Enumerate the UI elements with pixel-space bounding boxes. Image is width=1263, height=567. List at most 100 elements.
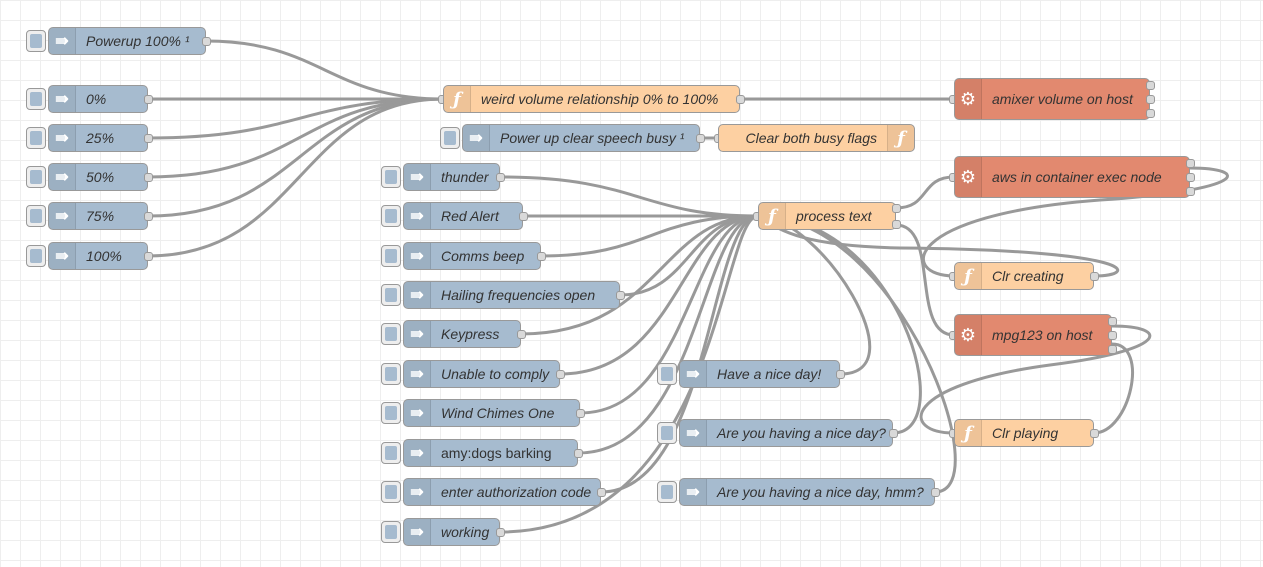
function-node-clear-busy[interactable]: Clear both busy flags ƒ (718, 124, 915, 152)
output-port-stdout[interactable] (1146, 81, 1155, 90)
inject-trigger-button[interactable] (26, 127, 46, 149)
inject-node-hailing[interactable]: ⇛ Hailing frequencies open (403, 281, 620, 309)
output-port[interactable] (597, 488, 606, 497)
output-port-rc[interactable] (1186, 187, 1195, 196)
output-port-rc[interactable] (1108, 345, 1117, 354)
output-port[interactable] (202, 37, 211, 46)
inject-node-75[interactable]: ⇛ 75% (48, 202, 148, 230)
inject-trigger-button[interactable] (657, 481, 677, 503)
inject-node-thunder[interactable]: ⇛ thunder (403, 163, 500, 191)
output-port[interactable] (836, 370, 845, 379)
output-port-stdout[interactable] (1186, 159, 1195, 168)
wire (577, 214, 759, 455)
inject-trigger-button[interactable] (381, 205, 401, 227)
output-port[interactable] (537, 252, 546, 261)
inject-trigger-button[interactable] (381, 245, 401, 267)
output-port-stderr[interactable] (1108, 331, 1117, 340)
output-port[interactable] (1090, 272, 1099, 281)
output-port[interactable] (574, 449, 583, 458)
output-port[interactable] (1090, 429, 1099, 438)
output-port[interactable] (696, 134, 705, 143)
inject-node-100[interactable]: ⇛ 100% (48, 242, 148, 270)
inject-node-wind-chimes[interactable]: ⇛ Wind Chimes One (403, 399, 580, 427)
inject-node-0[interactable]: ⇛ 0% (48, 85, 148, 113)
function-node-process-text[interactable]: ƒ process text (758, 202, 896, 230)
exec-node-mpg123[interactable]: ⚙ mpg123 on host (954, 314, 1112, 356)
inject-node-having-nice-day[interactable]: ⇛ Are you having a nice day? (679, 419, 893, 447)
inject-trigger-button[interactable] (26, 88, 46, 110)
arrow-in-icon: ⇛ (49, 203, 76, 229)
inject-node-nice-day[interactable]: ⇛ Have a nice day! (679, 360, 840, 388)
function-node-clr-playing[interactable]: ƒ Clr playing (954, 419, 1094, 447)
output-port[interactable] (144, 252, 153, 261)
function-icon: ƒ (444, 86, 471, 112)
output-port[interactable] (889, 429, 898, 438)
arrow-in-icon: ⇛ (404, 203, 431, 229)
exec-node-amixer[interactable]: ⚙ amixer volume on host (954, 78, 1150, 120)
inject-trigger-button[interactable] (26, 166, 46, 188)
exec-node-aws[interactable]: ⚙ aws in container exec node (954, 156, 1190, 198)
inject-node-nice-day-hmm[interactable]: ⇛ Are you having a nice day, hmm? (679, 478, 935, 506)
output-port-stderr[interactable] (1186, 173, 1195, 182)
inject-trigger-button[interactable] (381, 363, 401, 385)
output-port-stderr[interactable] (1146, 95, 1155, 104)
inject-node-keypress[interactable]: ⇛ Keypress (403, 320, 521, 348)
output-port[interactable] (144, 173, 153, 182)
inject-node-red-alert[interactable]: ⇛ Red Alert (403, 202, 523, 230)
output-port-rc[interactable] (1146, 109, 1155, 118)
inject-node-powerup-speech[interactable]: ⇛ Power up clear speech busy ¹ (462, 124, 700, 152)
inject-trigger-button[interactable] (657, 422, 677, 444)
wire (921, 166, 1229, 278)
node-label: thunder (441, 169, 489, 185)
inject-node-amy-dogs[interactable]: ⇛ amy:dogs barking (403, 439, 578, 467)
function-node-clr-creating[interactable]: ƒ Clr creating (954, 262, 1094, 290)
arrow-in-icon: ⇛ (49, 125, 76, 151)
inject-trigger-button[interactable] (381, 284, 401, 306)
inject-trigger-button[interactable] (657, 363, 677, 385)
inject-trigger-button[interactable] (381, 521, 401, 543)
inject-trigger-button[interactable] (26, 205, 46, 227)
node-label: enter authorization code (441, 484, 592, 500)
function-node-weird-volume[interactable]: ƒ weird volume relationship 0% to 100% (443, 85, 740, 113)
node-label: Clr playing (992, 425, 1059, 441)
output-port[interactable] (144, 212, 153, 221)
inject-trigger-button[interactable] (440, 127, 460, 149)
arrow-in-icon: ⇛ (680, 479, 707, 505)
wire (147, 97, 444, 179)
output-port[interactable] (519, 212, 528, 221)
output-port[interactable] (616, 291, 625, 300)
output-port-2[interactable] (892, 220, 901, 229)
arrow-in-icon: ⇛ (49, 86, 76, 112)
arrow-in-icon: ⇛ (680, 361, 707, 387)
arrow-in-icon: ⇛ (404, 164, 431, 190)
inject-node-25[interactable]: ⇛ 25% (48, 124, 148, 152)
output-port[interactable] (556, 370, 565, 379)
arrow-in-icon: ⇛ (49, 164, 76, 190)
inject-trigger-button[interactable] (381, 481, 401, 503)
output-port[interactable] (931, 488, 940, 497)
inject-node-working[interactable]: ⇛ working (403, 518, 500, 546)
inject-node-unable[interactable]: ⇛ Unable to comply (403, 360, 560, 388)
output-port[interactable] (517, 330, 526, 339)
inject-trigger-button[interactable] (26, 245, 46, 267)
output-port[interactable] (496, 173, 505, 182)
inject-trigger-button[interactable] (381, 166, 401, 188)
inject-node-comms-beep[interactable]: ⇛ Comms beep (403, 242, 541, 270)
inject-node-powerup[interactable]: ⇛ Powerup 100% ¹ (48, 27, 206, 55)
output-port[interactable] (144, 95, 153, 104)
inject-node-auth-code[interactable]: ⇛ enter authorization code (403, 478, 601, 506)
output-port[interactable] (496, 528, 505, 537)
output-port-stdout[interactable] (1108, 317, 1117, 326)
node-label: Are you having a nice day, hmm? (717, 484, 924, 500)
output-port-1[interactable] (892, 204, 901, 213)
arrow-in-icon: ⇛ (49, 243, 76, 269)
inject-trigger-button[interactable] (381, 402, 401, 424)
inject-trigger-button[interactable] (26, 30, 46, 52)
inject-trigger-button[interactable] (381, 323, 401, 345)
inject-node-50[interactable]: ⇛ 50% (48, 163, 148, 191)
output-port[interactable] (576, 409, 585, 418)
inject-trigger-button[interactable] (381, 442, 401, 464)
arrow-in-icon: ⇛ (404, 400, 431, 426)
output-port[interactable] (736, 95, 745, 104)
output-port[interactable] (144, 134, 153, 143)
